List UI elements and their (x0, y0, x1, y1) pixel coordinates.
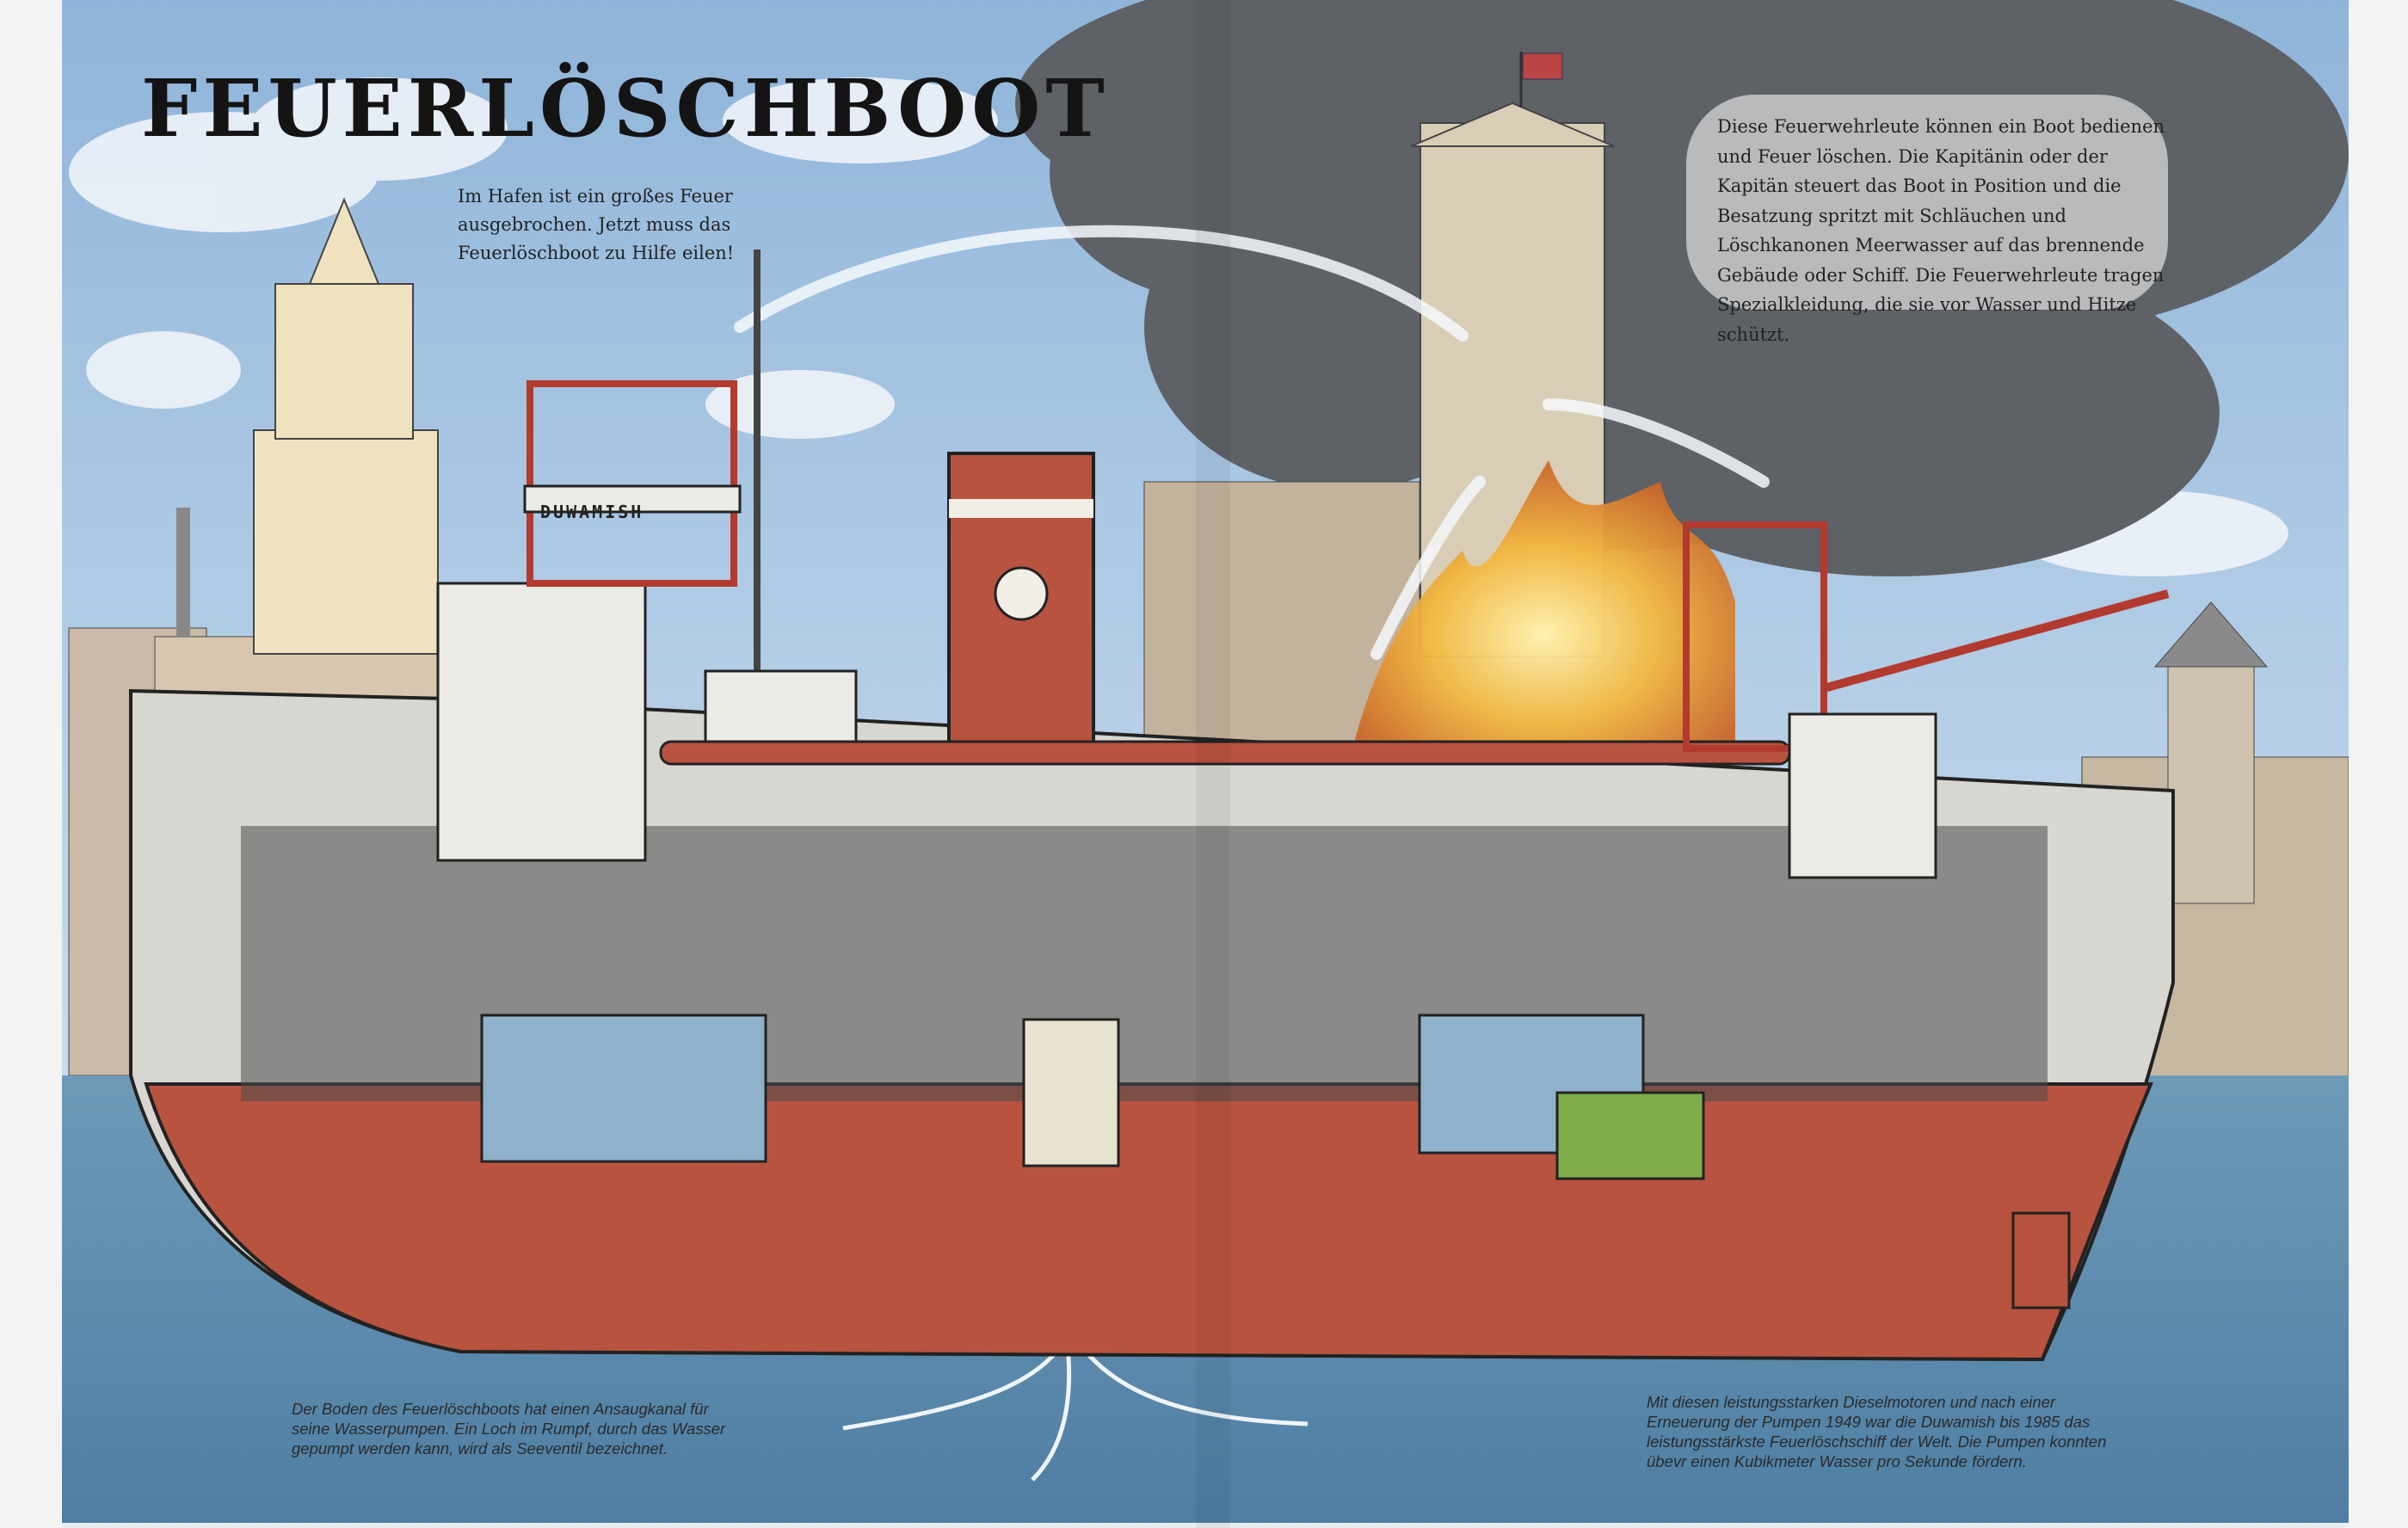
left-page-edge (0, 0, 62, 1528)
caption-diesel-engines: Mit diesen leistungsstarken Dieselmotore… (1647, 1393, 2107, 1470)
intro-text: Im Hafen ist ein großes Feuer ausgebroch… (458, 186, 735, 263)
info-text-backdrop (1686, 95, 2168, 310)
fire-flames (1352, 460, 1735, 753)
book-spine-shadow (1196, 0, 1230, 1528)
sea-valve-intake (842, 1336, 1309, 1482)
boat-superstructure: DUWAMISH (436, 250, 2170, 879)
caption-sea-valve: Der Boden des Feuerlöschboots hat einen … (292, 1400, 726, 1457)
page-title: FEUERLÖSCHBOOT (141, 62, 1110, 155)
right-page-edge (2349, 0, 2408, 1528)
info-text: Diese Feuerwehrleute können ein Boot bed… (1717, 116, 2165, 345)
water-jets (734, 225, 1770, 660)
boat-name-plate: DUWAMISH (540, 502, 644, 522)
clouds (69, 77, 2288, 576)
